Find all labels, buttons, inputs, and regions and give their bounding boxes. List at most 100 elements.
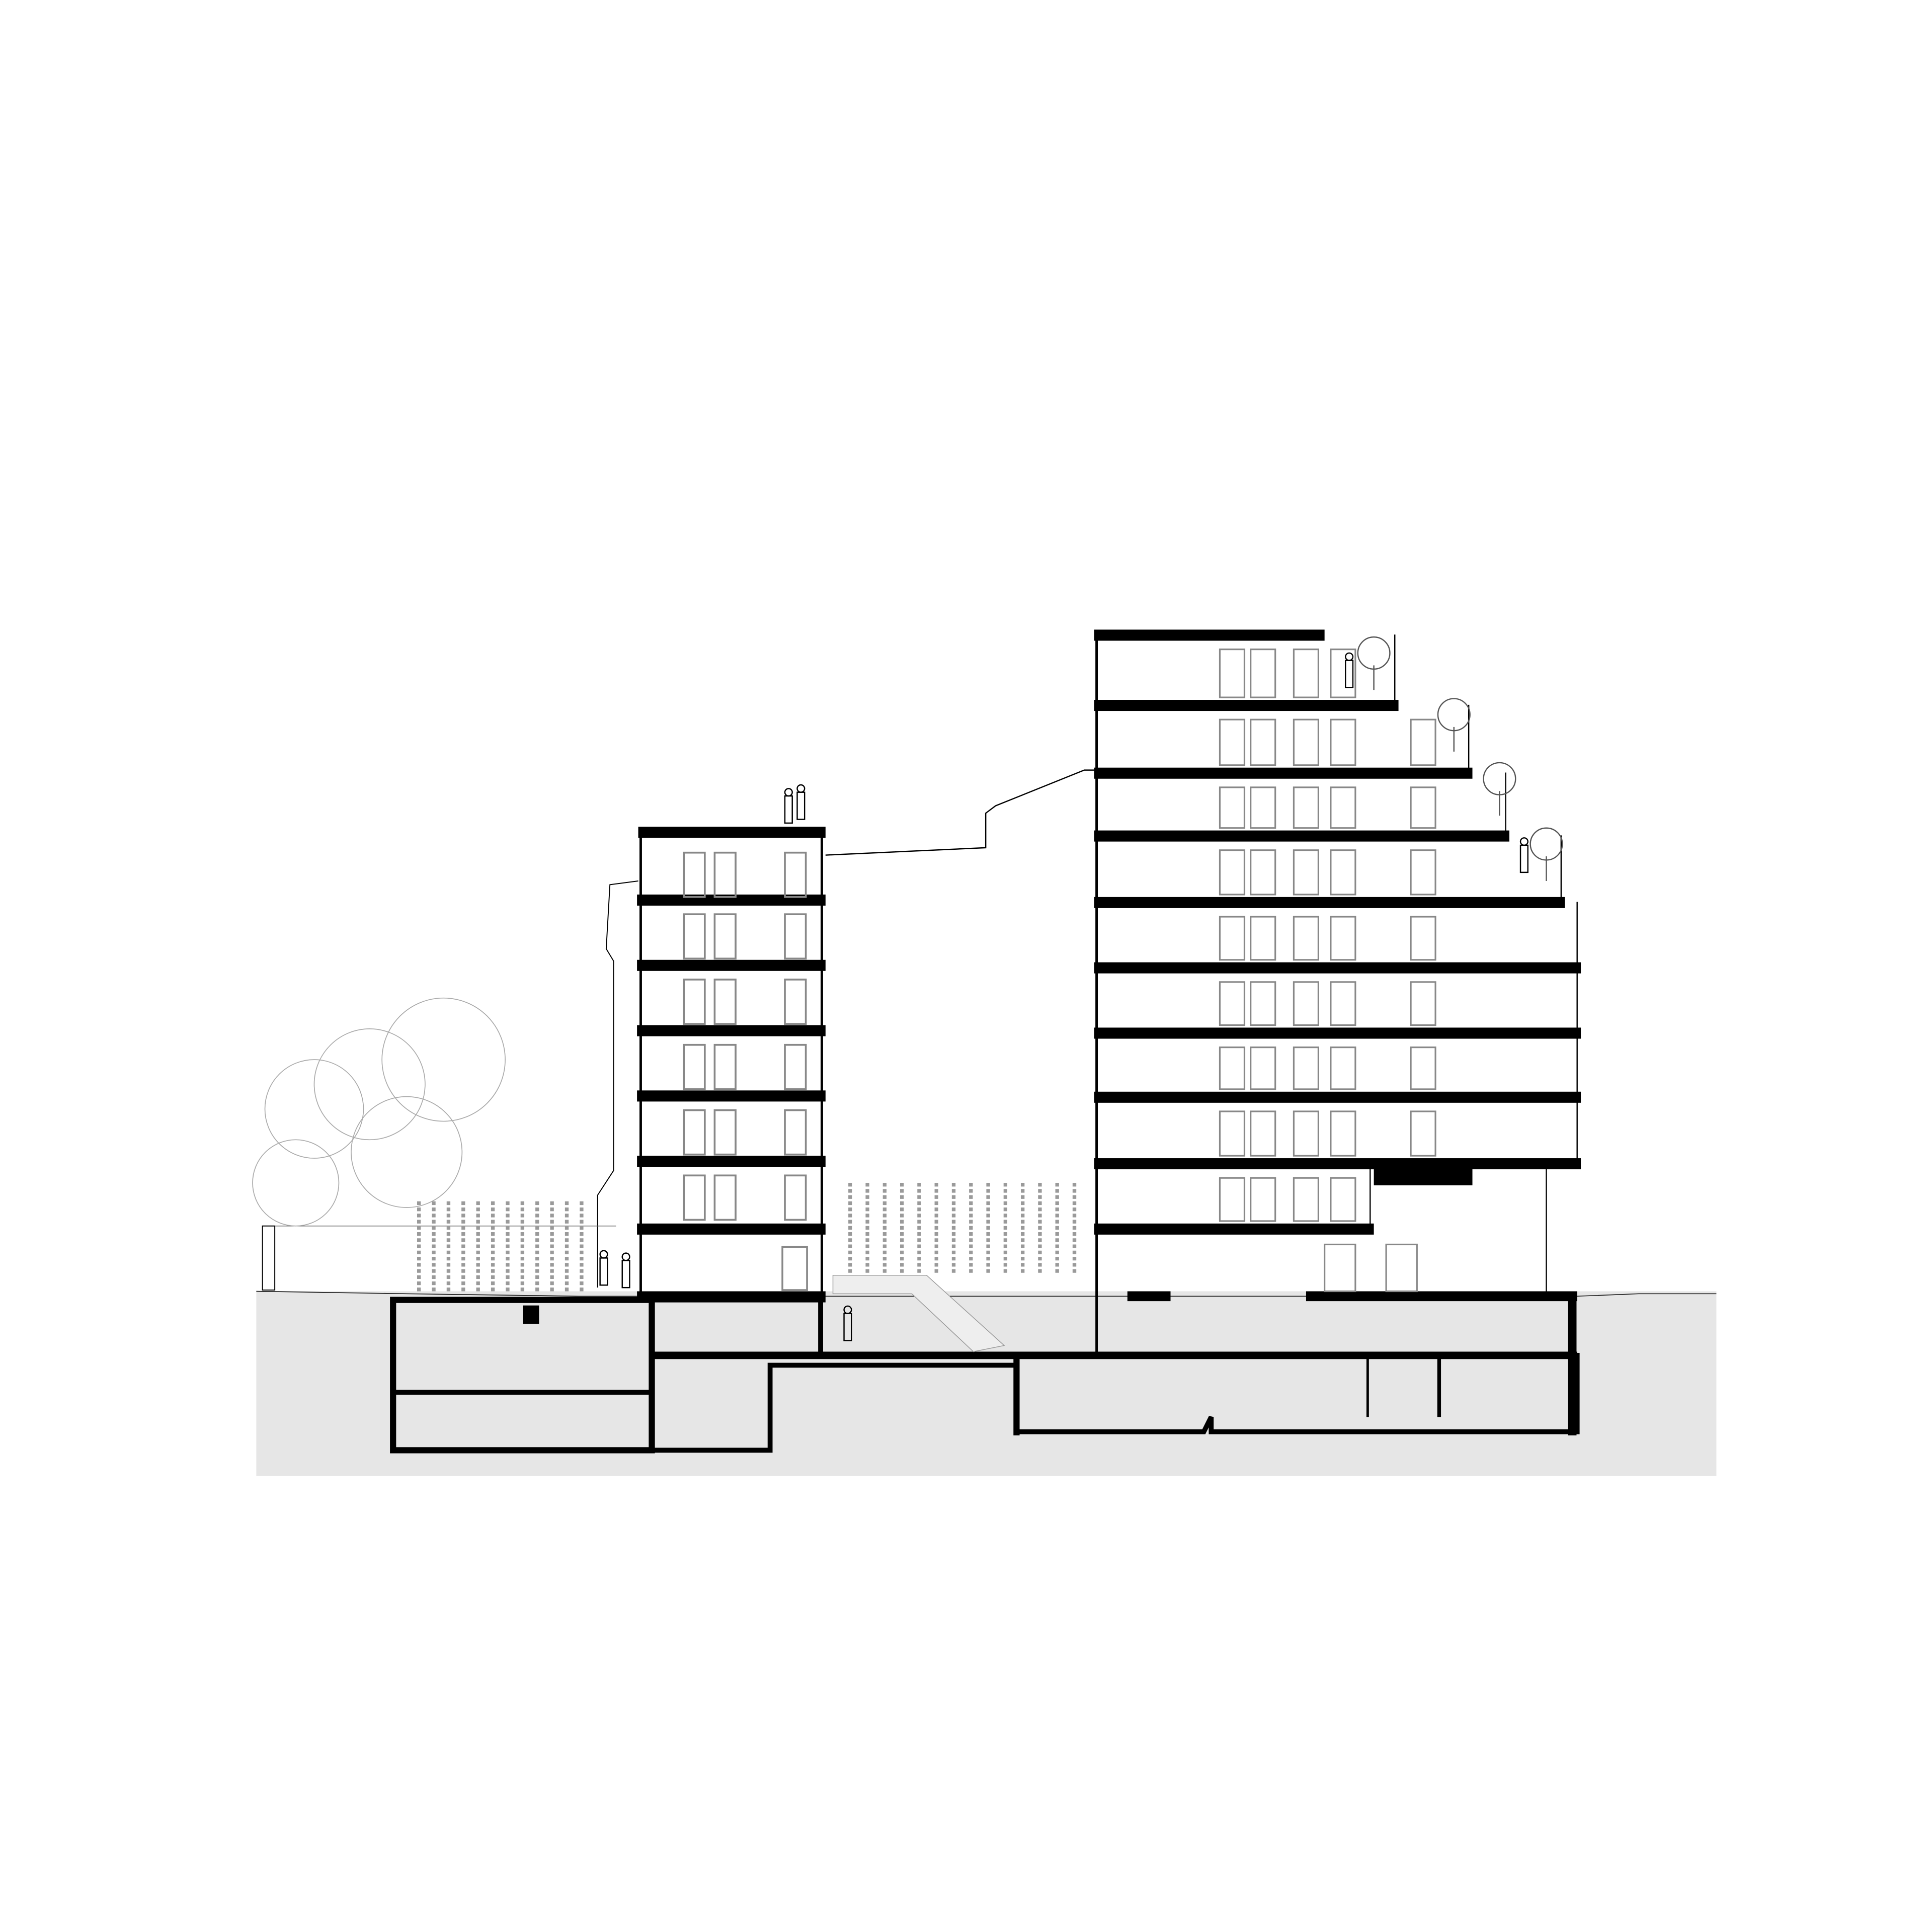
window: [1293, 1046, 1319, 1090]
neighbour-building-left: [597, 880, 638, 1288]
window: [1219, 849, 1246, 896]
person-body: [1519, 844, 1528, 873]
floor-slab: [1094, 897, 1565, 908]
window: [784, 1174, 807, 1221]
window: [1293, 1110, 1319, 1157]
window: [1250, 916, 1276, 961]
window: [1250, 718, 1276, 766]
garden-wall: [262, 1225, 276, 1291]
window: [781, 1246, 808, 1291]
window: [713, 979, 737, 1025]
person-icon: [1345, 652, 1354, 661]
window: [1410, 916, 1436, 961]
window: [784, 979, 807, 1025]
window: [713, 1174, 737, 1221]
window: [1219, 718, 1246, 766]
person-body: [796, 791, 806, 820]
window: [1410, 786, 1436, 829]
window: [683, 851, 706, 898]
window: [1219, 916, 1246, 961]
neighbour-building-outline: [825, 769, 1094, 856]
courtyard-stair: [832, 1274, 1005, 1352]
background-trees: [252, 997, 506, 1227]
window: [1330, 786, 1356, 829]
window: [1293, 786, 1319, 829]
window: [1293, 649, 1319, 698]
window: [784, 1109, 807, 1156]
right-tower: [1094, 629, 1581, 1355]
window: [1219, 1046, 1246, 1090]
window: [1250, 1177, 1276, 1222]
window: [1410, 849, 1436, 896]
terrace-tree-icon: [1530, 827, 1563, 861]
window: [1330, 649, 1356, 698]
window: [784, 1043, 807, 1090]
window: [784, 851, 807, 898]
window: [1324, 1243, 1356, 1293]
window: [683, 1043, 706, 1090]
floor-slab: [1094, 629, 1325, 641]
floor-slab: [637, 1090, 826, 1102]
floor-slab: [1094, 1027, 1581, 1039]
ground-slab: [1306, 1291, 1577, 1302]
window: [1219, 649, 1246, 698]
person-body: [843, 1313, 852, 1341]
ground-mass: [256, 1291, 1717, 1476]
window: [1330, 1046, 1356, 1090]
transfer-beam: [1374, 1163, 1473, 1185]
window: [1293, 981, 1319, 1026]
window: [1385, 1243, 1418, 1293]
window: [1250, 649, 1276, 698]
window: [713, 851, 737, 898]
window: [683, 1174, 706, 1221]
window: [1330, 981, 1356, 1026]
slab: [1127, 1291, 1171, 1302]
window: [1410, 1046, 1436, 1090]
window: [1330, 849, 1356, 896]
window: [1330, 916, 1356, 961]
tree-icon: [381, 997, 506, 1122]
floor-slab: [637, 1291, 826, 1303]
tree-icon: [264, 1059, 364, 1159]
window: [1410, 1110, 1436, 1157]
window: [1330, 718, 1356, 766]
window: [1410, 981, 1436, 1026]
window: [1219, 1177, 1246, 1222]
floor-slab: [1094, 1158, 1581, 1170]
floor-slab: [1094, 767, 1473, 779]
terrace-tree-icon: [1437, 698, 1471, 732]
climbing-plants: [417, 1183, 1077, 1292]
window: [1250, 849, 1276, 896]
tree-icon: [313, 1028, 426, 1141]
window: [713, 1043, 737, 1090]
window: [1293, 849, 1319, 896]
person-body: [784, 795, 793, 824]
window: [1219, 786, 1246, 829]
window: [683, 1109, 706, 1156]
floor-slab: [1094, 830, 1509, 842]
person-icon: [784, 788, 793, 797]
window: [1293, 718, 1319, 766]
basement-middle: [652, 1352, 1580, 1453]
window: [1219, 981, 1246, 1026]
person-icon: [1519, 837, 1528, 846]
person-icon: [796, 784, 806, 793]
floor-slab: [1094, 1091, 1581, 1103]
person-icon: [599, 1250, 608, 1259]
people-silhouettes: [599, 652, 1528, 1341]
window: [1330, 1177, 1356, 1222]
terrace-tree-icon: [1357, 636, 1391, 670]
window: [784, 913, 807, 960]
window: [683, 913, 706, 960]
basement-left: [390, 1297, 655, 1454]
window: [713, 1109, 737, 1156]
person-body: [599, 1257, 608, 1286]
window: [1250, 1110, 1276, 1157]
window: [1293, 1177, 1319, 1222]
tree-icon: [351, 1096, 463, 1208]
floor-slab: [637, 959, 826, 971]
window: [1410, 718, 1436, 766]
tree-icon: [252, 1139, 340, 1227]
window: [1250, 1046, 1276, 1090]
